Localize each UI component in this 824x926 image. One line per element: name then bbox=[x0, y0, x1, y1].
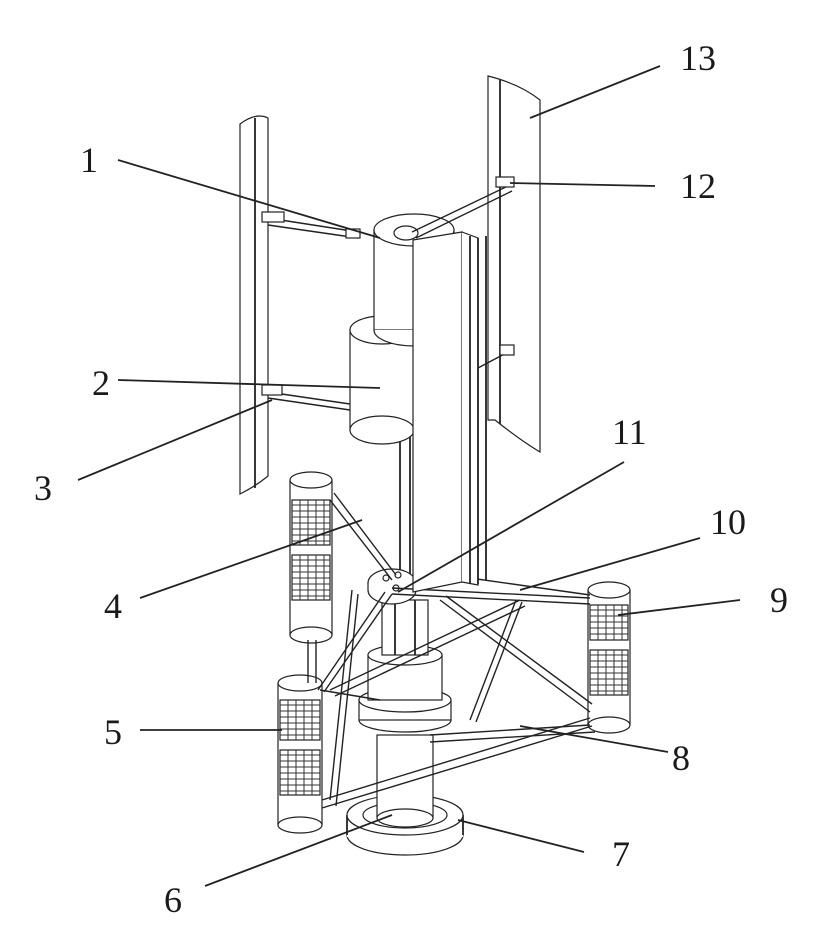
buoy-back-left bbox=[290, 472, 332, 643]
blade-left bbox=[240, 116, 268, 494]
label-1: 1 bbox=[80, 140, 98, 180]
label-7: 7 bbox=[612, 834, 630, 874]
label-3: 3 bbox=[34, 468, 52, 508]
label-9: 9 bbox=[770, 580, 788, 620]
label-12: 12 bbox=[680, 166, 716, 206]
label-6: 6 bbox=[164, 880, 182, 920]
label-5: 5 bbox=[104, 712, 122, 752]
buoy-front-left bbox=[278, 675, 322, 833]
label-13: 13 bbox=[680, 38, 716, 78]
label-2: 2 bbox=[92, 363, 110, 403]
blade-right bbox=[488, 76, 540, 452]
label-8: 8 bbox=[672, 738, 690, 778]
blade-center bbox=[413, 232, 478, 592]
label-4: 4 bbox=[104, 586, 122, 626]
main-shaft bbox=[400, 430, 410, 590]
buoy-right bbox=[588, 582, 630, 733]
label-11: 11 bbox=[612, 412, 647, 452]
label-10: 10 bbox=[710, 502, 746, 542]
